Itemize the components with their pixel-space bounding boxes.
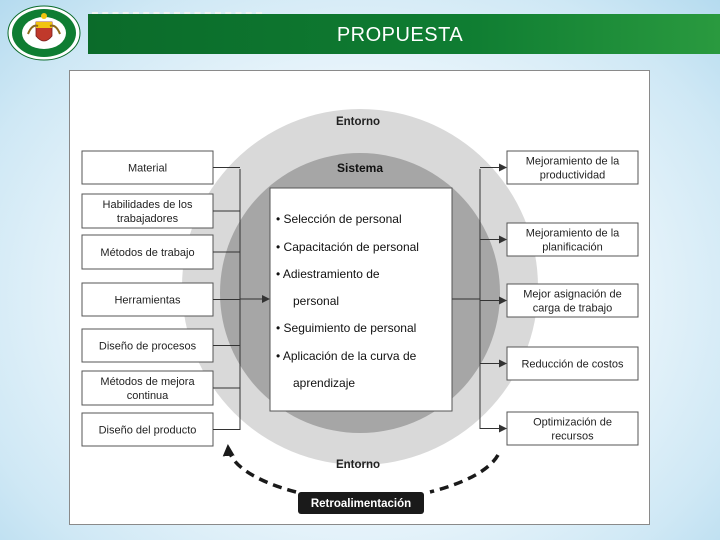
input-box: Diseño del producto bbox=[81, 412, 214, 447]
input-box-label: Diseño del producto bbox=[99, 425, 197, 437]
connectors bbox=[213, 163, 507, 433]
output-box: Reducción de costos bbox=[506, 346, 639, 381]
entorno-bottom-label: Entorno bbox=[336, 459, 380, 471]
input-box-label: Herramientas bbox=[114, 295, 181, 307]
output-box: Mejoramiento de la planificación bbox=[506, 222, 639, 257]
input-box: Habilidades de los trabajadores bbox=[81, 193, 214, 229]
output-box-label: carga de trabajo bbox=[533, 303, 613, 315]
output-box-label: Mejoramiento de la bbox=[526, 228, 620, 240]
feedback-arc-left bbox=[222, 444, 297, 494]
output-boxes: Mejoramiento de laproductividadMejoramie… bbox=[506, 150, 639, 446]
input-box-label: Material bbox=[128, 163, 167, 175]
system-item: • Seguimiento de personal bbox=[276, 321, 416, 335]
system-item: • Capacitación de personal bbox=[276, 240, 419, 254]
header-band bbox=[88, 14, 720, 54]
entorno-top-label: Entorno bbox=[336, 116, 380, 128]
feedback-box bbox=[298, 492, 424, 514]
page-title: PROPUESTA bbox=[336, 24, 464, 46]
input-box-label: Habilidades de los bbox=[103, 199, 193, 211]
output-box: Mejoramiento de la productividad bbox=[506, 150, 639, 185]
output-box-label: productividad bbox=[540, 170, 605, 182]
input-box: Material bbox=[81, 150, 214, 185]
system-item: aprendizaje bbox=[293, 376, 355, 390]
input-box-label: Diseño de procesos bbox=[99, 341, 197, 353]
header-dashed-line bbox=[92, 12, 262, 14]
output-box-label: Mejoramiento de la bbox=[526, 156, 620, 168]
diagram-frame: Entorno Sistema Entorno • Selección de p… bbox=[69, 70, 650, 525]
input-box: Métodos de trabajo bbox=[81, 234, 214, 270]
system-item: • Aplicación de la curva de bbox=[276, 349, 417, 363]
output-box-label: recursos bbox=[551, 431, 594, 443]
sistema-label: Sistema bbox=[337, 161, 383, 175]
university-logo bbox=[7, 5, 81, 61]
input-box-label: Métodos de mejora bbox=[100, 376, 195, 388]
input-box: Herramientas bbox=[81, 282, 214, 317]
output-box: Mejor asignación de carga de trabajo bbox=[506, 283, 639, 318]
input-box-label: Métodos de trabajo bbox=[100, 247, 194, 259]
input-box-label: continua bbox=[127, 390, 169, 402]
system-items: • Selección de personal • Capacitación de… bbox=[276, 212, 419, 390]
feedback-arc-right bbox=[429, 454, 500, 494]
output-box: Optimización de recursos bbox=[506, 411, 639, 446]
input-box-label: trabajadores bbox=[117, 213, 179, 225]
output-box-label: planificación bbox=[542, 242, 603, 254]
input-box: Métodos de mejora continua bbox=[81, 370, 214, 406]
feedback-label: Retroalimentación bbox=[311, 498, 411, 510]
system-diagram: Entorno Sistema Entorno • Selección de p… bbox=[81, 109, 639, 514]
system-item: personal bbox=[293, 294, 339, 308]
input-box: Diseño de procesos bbox=[81, 328, 214, 363]
system-box bbox=[269, 187, 453, 412]
system-item: • Selección de personal bbox=[276, 212, 402, 226]
output-box-label: Optimización de bbox=[533, 417, 612, 429]
output-box-label: Mejor asignación de bbox=[523, 289, 621, 301]
system-item: • Adiestramiento de bbox=[276, 267, 380, 281]
output-box-label: Reducción de costos bbox=[521, 359, 624, 371]
